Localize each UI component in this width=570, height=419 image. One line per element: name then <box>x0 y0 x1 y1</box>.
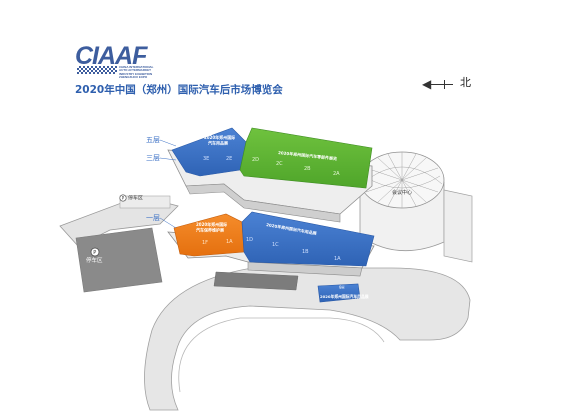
logo-wordmark: CIAAF <box>75 42 147 70</box>
hall-1a-left-label[interactable]: 1A <box>226 239 233 245</box>
floor-5-pointer <box>159 139 177 147</box>
floor-5-label: 五层 <box>146 136 160 144</box>
small-parking-label: 停车区 <box>128 195 143 202</box>
arrow-left-icon: ◀ <box>422 77 432 91</box>
page-title: 2020年中国（郑州）国际汽车后市场博览会 <box>75 84 283 96</box>
hall-2c-label[interactable]: 2C <box>276 161 283 167</box>
upper-building-wall <box>185 183 341 223</box>
parking-p-glyph: P <box>122 196 125 201</box>
hall-2d-label[interactable]: 2D <box>252 157 259 163</box>
lower-left-block <box>173 213 245 257</box>
hall-1f-label[interactable]: 1F <box>202 240 208 246</box>
hall-3e-label[interactable]: 3E <box>203 156 209 162</box>
parking-strip <box>119 195 171 209</box>
hall-1c-label[interactable]: 1C <box>272 242 279 248</box>
big-parking-p-icon <box>90 247 100 257</box>
parking-p-icon <box>119 194 127 202</box>
logo-checkered-flag-icon <box>77 66 117 74</box>
upper-left-block-title-1: 2020年郑州国际 <box>204 134 235 140</box>
service-strip <box>213 271 299 291</box>
lower-left-block-title-1: 2020年郑州国际 <box>196 221 227 227</box>
hall-9h-block <box>317 283 361 303</box>
hall-1a-right-label[interactable]: 1A <box>334 256 341 262</box>
right-annex-building <box>443 189 473 263</box>
north-compass: ◀ 北 <box>422 74 492 94</box>
compass-line <box>431 84 453 85</box>
lower-right-block <box>241 211 375 267</box>
big-parking-lot <box>75 227 163 293</box>
floor-3-pointer <box>159 157 177 161</box>
north-label: 北 <box>460 76 471 89</box>
hall-2a-label[interactable]: 2A <box>333 171 340 177</box>
inner-road-curve <box>178 317 385 393</box>
hall-2b-label[interactable]: 2B <box>304 166 311 172</box>
convention-center-label: 会议中心 <box>392 189 412 196</box>
big-parking-p-glyph: P <box>93 250 96 256</box>
lower-left-block-title-2: 汽车保养维护展 <box>196 227 224 233</box>
ciaaf-logo: CIAAF CHINA INTERNATIONAL AUTO AFTERMARK… <box>75 44 155 80</box>
upper-right-block <box>239 127 373 189</box>
hall-9h-label[interactable]: 9H <box>339 285 345 290</box>
lower-building-wall <box>247 261 363 277</box>
logo-subtitle: CHINA INTERNATIONAL AUTO AFTERMARKET IND… <box>119 65 154 80</box>
hall-2e-label[interactable]: 2E <box>226 156 232 162</box>
big-parking-label: 停车区 <box>86 256 103 264</box>
dome-ribs <box>361 152 443 208</box>
hall-1d-label[interactable]: 1D <box>246 237 253 243</box>
floor-1-label: 一层 <box>146 214 160 222</box>
hall-1b-label[interactable]: 1B <box>302 249 309 255</box>
hall-9h-title: 2020年郑州国际汽车用品展 <box>320 294 369 299</box>
floor-1-pointer <box>159 217 177 229</box>
floor-3-label: 三层 <box>146 154 160 162</box>
compass-tick <box>444 80 445 89</box>
upper-left-block-title-2: 汽车用品展 <box>208 140 228 146</box>
